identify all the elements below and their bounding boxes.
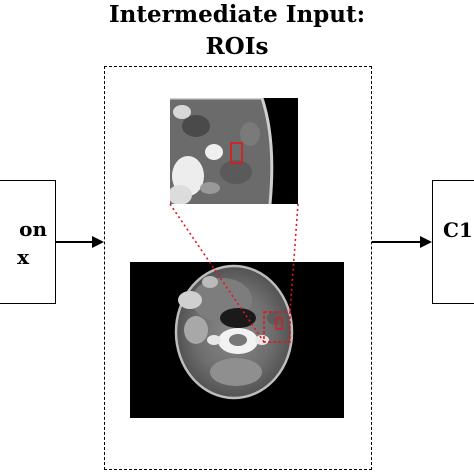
axial-neck-ct-scan xyxy=(130,262,344,418)
right-process-box: C1 xyxy=(432,180,474,304)
left-box-label-line-2: x xyxy=(17,245,29,269)
roi-zoom-connectors xyxy=(169,203,299,343)
diagram-title-line-1: Intermediate Input: xyxy=(108,1,366,28)
left-box-label-line-1: on xyxy=(19,217,47,241)
left-process-box: on x xyxy=(0,180,56,304)
right-box-label: C1 xyxy=(443,218,473,242)
left-input-arrow xyxy=(56,236,104,248)
diagram-title-line-2: ROIs xyxy=(205,33,269,60)
roi-zoomed-ct-crop xyxy=(170,98,298,204)
intermediate-roi-container xyxy=(104,66,372,470)
right-output-arrow xyxy=(372,236,432,248)
